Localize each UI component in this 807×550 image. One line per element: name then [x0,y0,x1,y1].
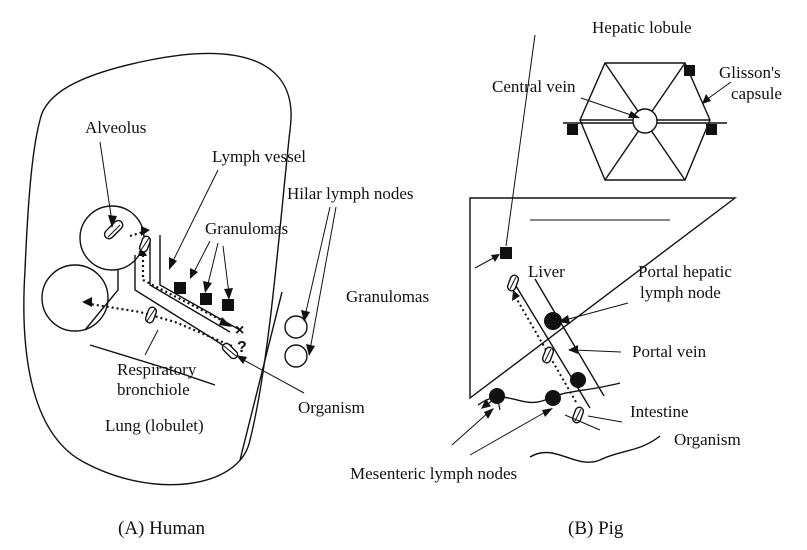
caption-pig: (B) Pig [568,519,623,538]
portal-hepatic-lymph-node [544,312,562,330]
granuloma-lobule-right [706,124,717,135]
label-intestine: Intestine [630,402,689,421]
mesenteric-node-3 [570,372,586,388]
label-hepatic-lobule: Hepatic lobule [592,18,692,37]
label-lymph-vessel: Lymph vessel [212,147,306,166]
hilar-lymph-node-lower [285,345,307,367]
label-lung-lobulet: Lung (lobulet) [105,416,204,435]
panel-a-dotted-paths [90,232,232,346]
bronchiole-wall-inner [135,255,230,350]
caption-human: (A) Human [118,519,205,538]
granuloma-square-2 [200,293,212,305]
label-central-vein: Central vein [492,77,576,96]
label-glissons-1: Glisson's [719,63,781,82]
panel-a-hilar-nodes [285,316,307,367]
label-portal-hepatic-1: Portal hepatic [638,262,732,281]
label-alveolus: Alveolus [85,118,146,137]
central-vein-circle [633,109,657,133]
label-liver: Liver [528,262,565,281]
panel-a-organisms [103,219,240,361]
granuloma-lobule-top [684,65,695,76]
granuloma-lobule-left [567,124,578,135]
label-granulomas-b: Granulomas [346,287,429,306]
label-mesenteric-lymph-nodes: Mesenteric lymph nodes [350,464,517,483]
label-bronchiole: bronchiole [117,380,190,399]
label-portal-vein: Portal vein [632,342,706,361]
panel-a-organism-hatch [108,225,236,356]
granuloma-liver [500,247,512,259]
label-hilar-lymph-nodes: Hilar lymph nodes [287,184,414,203]
granuloma-square-1 [174,282,186,294]
question-mark: ? [237,338,247,357]
pleural-line [240,292,282,460]
label-respiratory: Respiratory [117,360,196,379]
label-glissons-2: capsule [731,84,782,103]
label-organism-a: Organism [298,398,365,417]
mesenteric-node-2 [545,390,561,406]
intestine-wave-lower [530,436,660,462]
label-portal-hepatic-2: lymph node [640,283,721,302]
alveolus-lower [42,265,108,331]
label-organism-b: Organism [674,430,741,449]
label-granulomas-a: Granulomas [205,219,288,238]
panel-b-leader-heads [484,94,711,419]
granuloma-square-3 [222,299,234,311]
